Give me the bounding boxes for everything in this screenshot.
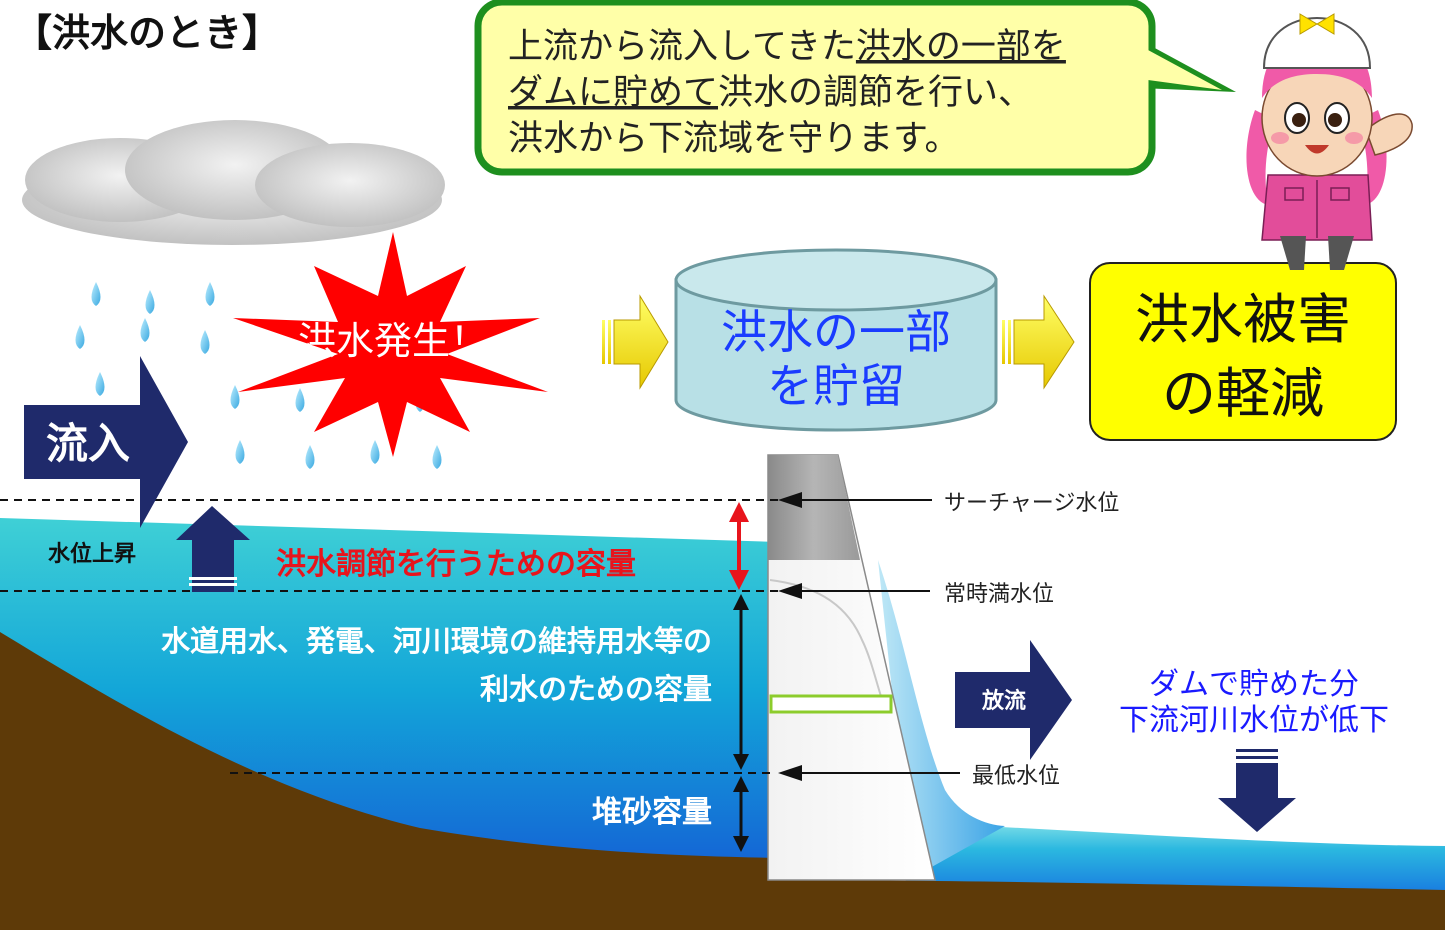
speech-line1-plain: 上流から流入してきた (508, 27, 856, 67)
minimum-level-label: 最低水位 (972, 764, 1060, 789)
discharge-label: 放流 (981, 688, 1026, 714)
result-box (1089, 262, 1397, 441)
reservoir-scene (0, 454, 1445, 930)
speech-line1-underlined: 洪水の一部を (856, 27, 1066, 67)
normal-level-label: 常時満水位 (944, 582, 1054, 607)
water-drop-arrow (1218, 749, 1296, 832)
discharge-arrow (955, 640, 1072, 760)
speech-bubble-line-2: ダムに貯めて洪水の調節を行い、 (508, 73, 1033, 113)
surcharge-level-label: サーチャージ水位 (944, 491, 1119, 516)
flood-capacity-arrow (729, 502, 749, 590)
flow-arrow-2 (1002, 294, 1075, 390)
result-label-1: 洪水被害 (1135, 288, 1351, 351)
downstream-label-1: ダムで貯めた分 (1149, 667, 1359, 702)
rain-cloud-icon (22, 120, 445, 245)
flow-arrow-1 (602, 294, 669, 390)
result-label-2: の軽減 (1162, 362, 1324, 425)
water-use-capacity-arrow (733, 594, 749, 770)
dam-crest (768, 455, 860, 560)
water-use-capacity-label-1: 水道用水、発電、河川環境の維持用水等の (161, 624, 712, 658)
water-use-capacity-label-2: 利水のための容量 (480, 672, 712, 706)
storage-cylinder (674, 248, 998, 432)
downstream-label-2: 下流河川水位が低下 (1119, 703, 1389, 738)
speech-bubble-line-1: 上流から流入してきた洪水の一部を (508, 27, 1066, 67)
flood-burst-label: 洪水発生！ (298, 319, 488, 363)
mascot-character-icon (1246, 13, 1413, 270)
downstream-river (905, 822, 1445, 890)
downstream-ground (780, 880, 1445, 930)
speech-line2-underlined: ダムに貯めて (508, 73, 718, 113)
level-pointers (778, 492, 960, 781)
storage-label-2: を貯留 (767, 359, 905, 413)
flood-burst-shape (233, 232, 548, 457)
sediment-capacity-arrow (733, 776, 749, 852)
sediment-capacity-label: 堆砂容量 (592, 795, 712, 830)
inflow-arrow (24, 356, 188, 528)
page-title: 【洪水のとき】 (14, 11, 280, 55)
speech-bubble-line-3: 洪水から下流域を守ります。 (508, 119, 960, 159)
reservoir-ground (0, 632, 780, 930)
dam-gate (769, 694, 893, 714)
water-rise-label: 水位上昇 (48, 541, 136, 567)
speech-line2-plain: 洪水の調節を行い、 (718, 73, 1033, 113)
storage-label-1: 洪水の一部 (721, 305, 951, 359)
inflow-label: 流入 (46, 419, 130, 468)
speech-bubble (474, 0, 1236, 176)
flood-control-capacity-label: 洪水調節を行うための容量 (276, 547, 636, 582)
water-rise-arrow (176, 506, 250, 592)
